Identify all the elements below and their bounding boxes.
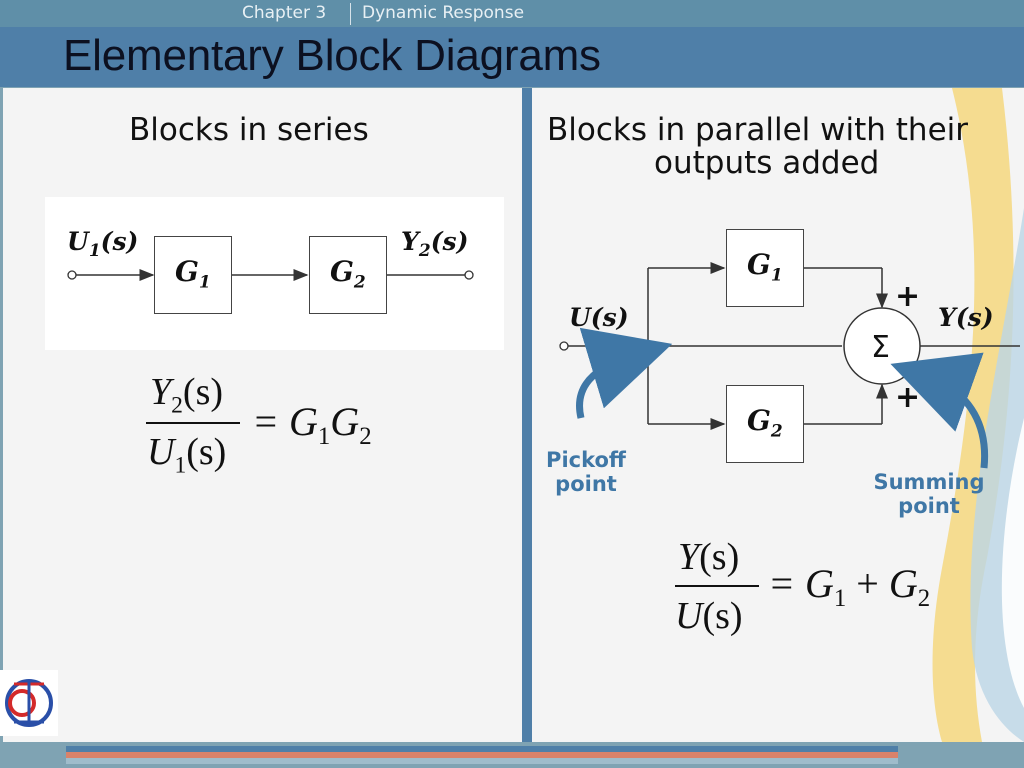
- block-g2: [309, 236, 387, 314]
- parallel-diagram-wires: [559, 262, 1020, 469]
- series-eq-rhs: = G1G2: [252, 399, 372, 450]
- block-g1: [154, 236, 232, 314]
- slide-title: Elementary Block Diagrams: [63, 31, 601, 80]
- block-g2-label: G2: [330, 255, 366, 293]
- series-eq-fraction-bar: [146, 422, 240, 424]
- series-eq-denominator: U1(s): [147, 431, 227, 479]
- block-g2-parallel: [726, 385, 804, 463]
- parallel-heading-line2: outputs added: [654, 145, 880, 181]
- top-bar: Chapter 3 Dynamic Response: [0, 0, 1024, 27]
- block-g1-label: G1: [175, 255, 211, 293]
- parallel-output-label: Y(s): [938, 303, 994, 332]
- college-seal-icon: [0, 670, 58, 736]
- series-diagram: G1 G2 U1(s) Y2(s): [45, 197, 504, 350]
- plus-sign-bottom: +: [895, 380, 921, 415]
- series-input-label: U1(s): [67, 227, 139, 261]
- series-output-label: Y2(s): [401, 227, 469, 261]
- parallel-eq-denominator: U(s): [675, 595, 743, 637]
- block-g1-parallel: [726, 229, 804, 307]
- footer-stripe: [66, 746, 898, 764]
- parallel-heading-line1: Blocks in parallel with their: [547, 112, 968, 148]
- plus-sign-top: +: [895, 279, 921, 314]
- header-divider: [350, 3, 351, 25]
- parallel-eq-fraction-bar: [675, 585, 759, 587]
- block-g1-parallel-label: G1: [747, 248, 783, 286]
- block-g2-parallel-label: G2: [747, 404, 783, 442]
- summing-junction-symbol: Σ: [871, 330, 890, 365]
- parallel-eq-rhs: = G1 + G2: [768, 561, 931, 612]
- series-heading: Blocks in series: [129, 112, 369, 148]
- series-diagram-wires: [67, 269, 474, 281]
- parallel-input-label: U(s): [569, 303, 629, 332]
- chapter-label: Chapter 3: [242, 3, 327, 23]
- parallel-eq-numerator: Y(s): [678, 536, 740, 578]
- panel-divider: [522, 88, 532, 742]
- title-bar: [0, 27, 1024, 87]
- series-eq-numerator: Y2(s): [150, 371, 224, 419]
- subject-label: Dynamic Response: [362, 3, 525, 23]
